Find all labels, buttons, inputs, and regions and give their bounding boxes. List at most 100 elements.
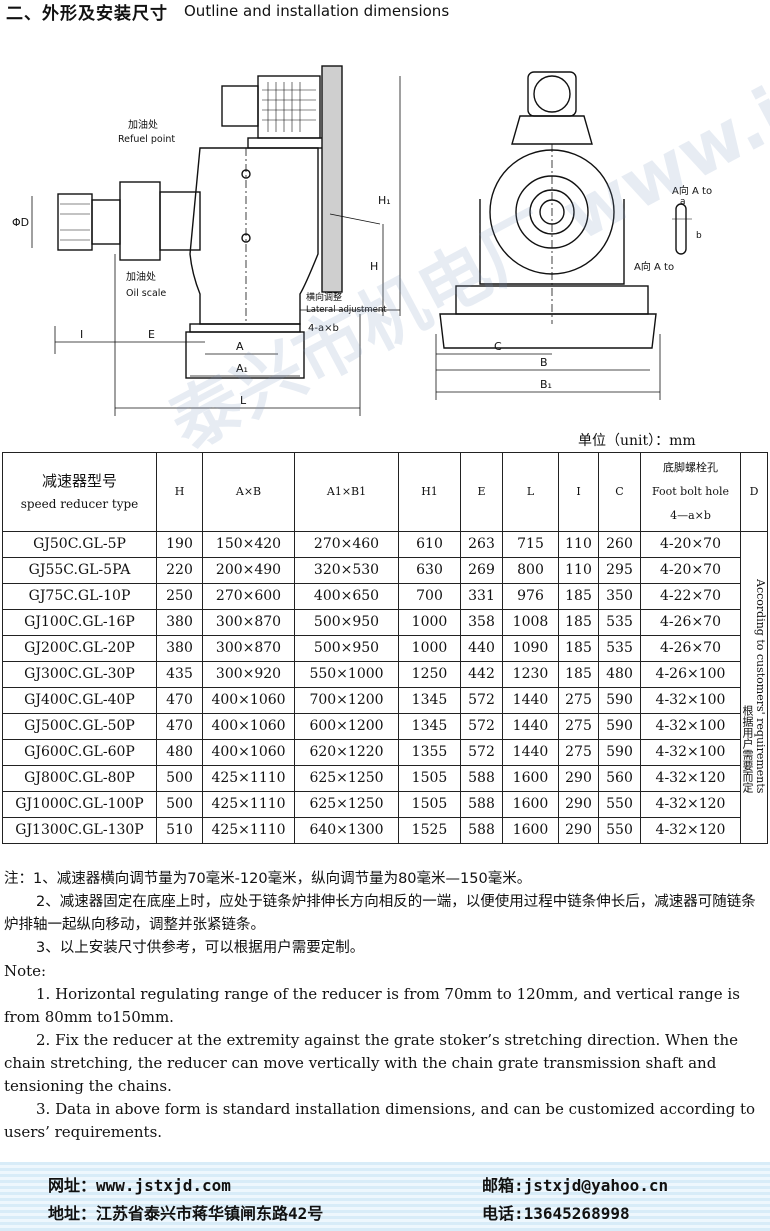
table-cell: 976 xyxy=(502,583,559,610)
shaft-coupling xyxy=(57,193,93,251)
motor-body xyxy=(257,75,321,139)
table-cell: GJ400C.GL-40P xyxy=(2,687,157,714)
svg-text:Lateral adjustment: Lateral adjustment xyxy=(306,305,387,315)
table-cell: 300×870 xyxy=(202,635,295,662)
footer-web: 网址：www.jstxjd.com xyxy=(48,1176,231,1195)
table-cell: 260 xyxy=(598,531,641,558)
table-cell: 185 xyxy=(558,609,599,636)
svg-text:I: I xyxy=(80,328,83,341)
table-cell: 220 xyxy=(156,557,203,584)
table-cell: 110 xyxy=(558,557,599,584)
svg-text:a: a xyxy=(680,197,686,207)
table-cell: 510 xyxy=(156,817,203,844)
base-frame xyxy=(185,331,305,379)
table-cell: 400×650 xyxy=(294,583,399,610)
note-en-head: Note: xyxy=(4,962,47,980)
table-cell: 380 xyxy=(156,609,203,636)
table-cell: 290 xyxy=(558,765,599,792)
table-cell: 4-26×70 xyxy=(640,609,741,636)
table-cell: 425×1110 xyxy=(202,765,295,792)
chain-guard xyxy=(321,65,343,293)
table-cell: 625×1250 xyxy=(294,791,399,818)
table-cell: 300×920 xyxy=(202,661,295,688)
table-cell: 185 xyxy=(558,635,599,662)
table-cell: 470 xyxy=(156,687,203,714)
table-cell: 480 xyxy=(598,661,641,688)
table-cell: 1600 xyxy=(502,765,559,792)
svg-text:H₁: H₁ xyxy=(378,194,391,207)
table-cell: 1505 xyxy=(398,765,461,792)
section-title-en: Outline and installation dimensions xyxy=(184,2,450,20)
table-cell: 572 xyxy=(460,713,503,740)
table-cell: 331 xyxy=(460,583,503,610)
table-cell: 1090 xyxy=(502,635,559,662)
table-cell: 800 xyxy=(502,557,559,584)
table-cell: 380 xyxy=(156,635,203,662)
svg-text:横向调整: 横向调整 xyxy=(306,291,342,303)
svg-text:Refuel point: Refuel point xyxy=(118,134,175,145)
table-cell: GJ50C.GL-5P xyxy=(2,531,157,558)
table-cell: 630 xyxy=(398,557,461,584)
table-cell: 270×600 xyxy=(202,583,295,610)
footer: 网址：www.jstxjd.com 邮箱:jstxjd@yahoo.cn 地址：… xyxy=(0,1162,770,1231)
table-cell: 588 xyxy=(460,791,503,818)
table-cell: 500×950 xyxy=(294,635,399,662)
d-note-cn: 根据用户需要而定 xyxy=(741,705,755,794)
table-cell: 400×1060 xyxy=(202,713,295,740)
table-cell: 1345 xyxy=(398,687,461,714)
table-cell: 560 xyxy=(598,765,641,792)
outline-drawing: 加油处 Refuel point 加油处 Oil scale 横向调整 Late… xyxy=(12,65,712,416)
table-cell: 625×1250 xyxy=(294,765,399,792)
svg-text:ΦD: ΦD xyxy=(12,216,29,229)
table-cell: 550 xyxy=(598,791,641,818)
svg-text:C: C xyxy=(494,340,502,353)
table-cell: 550×1000 xyxy=(294,661,399,688)
table-cell: 590 xyxy=(598,713,641,740)
note-cn-3: 3、以上安装尺寸供参考，可以根据用户需要定制。 xyxy=(36,940,365,956)
table-cell: 620×1220 xyxy=(294,739,399,766)
svg-text:L: L xyxy=(240,394,247,407)
table-cell: GJ55C.GL-5PA xyxy=(2,557,157,584)
motor-base xyxy=(247,137,329,149)
table-cell: 4-20×70 xyxy=(640,557,741,584)
table-cell: 500 xyxy=(156,791,203,818)
svg-text:H: H xyxy=(370,260,378,273)
table-cell: 600×1200 xyxy=(294,713,399,740)
table-cell: 320×530 xyxy=(294,557,399,584)
table-cell: 295 xyxy=(598,557,641,584)
header-e: E xyxy=(460,452,503,532)
table-cell: 535 xyxy=(598,635,641,662)
table-cell: 350 xyxy=(598,583,641,610)
table-cell: 269 xyxy=(460,557,503,584)
table-cell: 250 xyxy=(156,583,203,610)
table-cell: 4-32×120 xyxy=(640,791,741,818)
gearbox-housing xyxy=(189,147,319,325)
table-cell: 4-32×100 xyxy=(640,687,741,714)
table-cell: 1000 xyxy=(398,609,461,636)
motor-end-cap xyxy=(221,85,259,127)
table-cell: 470 xyxy=(156,713,203,740)
table-cell: 1505 xyxy=(398,791,461,818)
table-cell: 150×420 xyxy=(202,531,295,558)
bolt-slot xyxy=(675,203,687,255)
table-cell: 1440 xyxy=(502,739,559,766)
note-cn-1: 注：1、减速器横向调节量为70毫米-120毫米，纵向调节量为80毫米—150毫米… xyxy=(4,871,532,887)
table-cell: 1230 xyxy=(502,661,559,688)
table-cell: 535 xyxy=(598,609,641,636)
header-c: C xyxy=(598,452,641,532)
svg-text:B₁: B₁ xyxy=(540,378,552,391)
table-cell: 4-26×70 xyxy=(640,635,741,662)
unit-label: 单位（unit）：mm xyxy=(578,433,696,449)
table-cell: 4-22×70 xyxy=(640,583,741,610)
